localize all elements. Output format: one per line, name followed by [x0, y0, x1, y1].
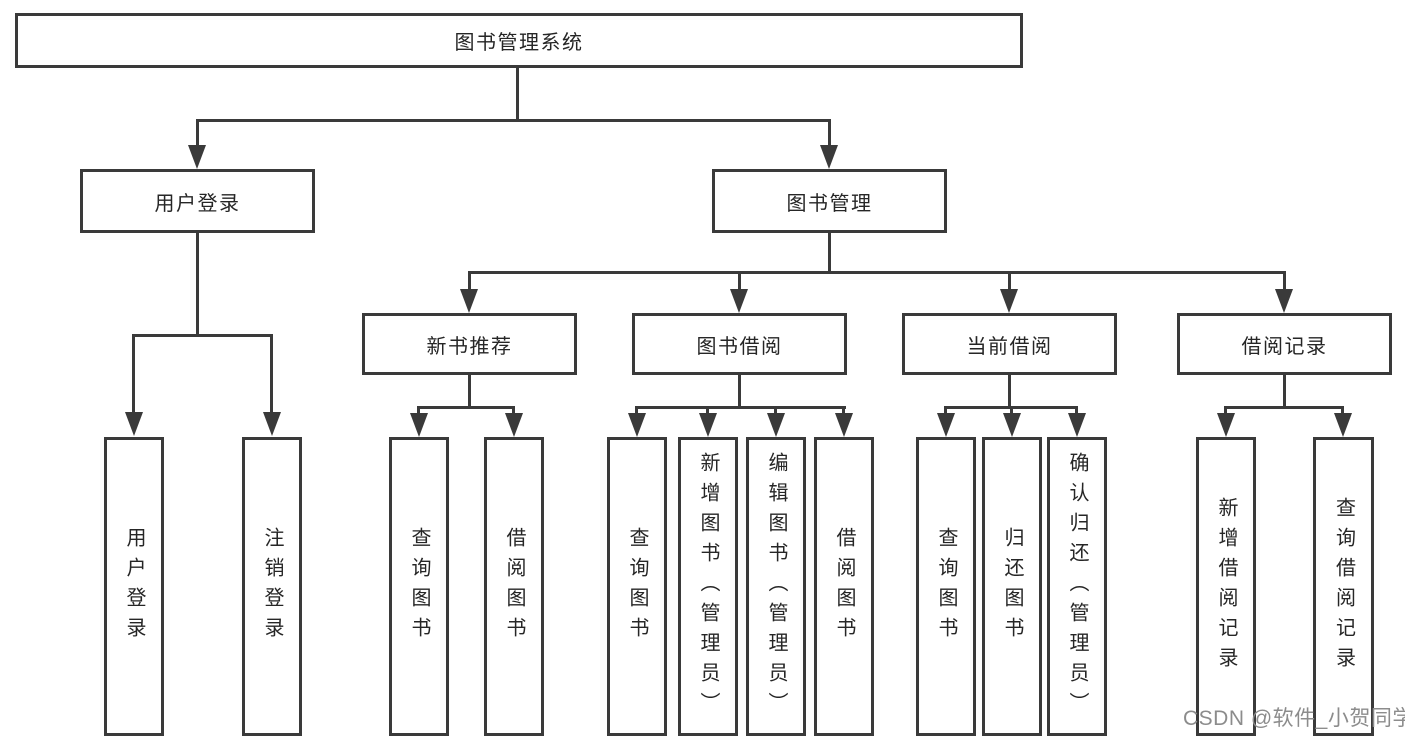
leaf-newrec-query-books: 查询图书 — [389, 437, 449, 736]
node-borrow-record: 借阅记录 — [1177, 313, 1392, 375]
leaf-record-add-borrow-record: 新增借阅记录 — [1196, 437, 1256, 736]
edge-borrow-split — [635, 406, 846, 409]
leaf-current-confirm-return-admin: 确认归还（管理员） — [1047, 437, 1107, 736]
edge-root-trunk — [516, 68, 519, 122]
arrow-to-rec-borrow-icon — [505, 413, 523, 437]
arrow-to-record-query-icon — [1334, 413, 1352, 437]
edge-current-leaf1-stem — [944, 406, 947, 416]
arrow-to-borrow-edit-icon — [767, 413, 785, 437]
leaf-current-return-books: 归还图书 — [982, 437, 1042, 736]
edge-record-leaf2-stem — [1341, 406, 1344, 416]
csdn-watermark: CSDN @软件_小贺同学 — [1183, 707, 1405, 730]
node-book-mgmt: 图书管理 — [712, 169, 947, 233]
arrow-to-current-icon — [1000, 289, 1018, 313]
edge-user-split — [132, 334, 273, 337]
leaf-record-query-borrow-record: 查询借阅记录 — [1313, 437, 1374, 736]
arrow-to-rec-query-icon — [410, 413, 428, 437]
arrow-to-leaf-logout-icon — [263, 412, 281, 436]
arrow-to-record-icon — [1275, 289, 1293, 313]
node-current-borrow: 当前借阅 — [902, 313, 1117, 375]
edge-mgmt-to-current-stem — [1008, 271, 1011, 293]
arrow-to-new-rec-icon — [460, 289, 478, 313]
edge-newrec-leaf2-stem — [512, 406, 515, 416]
arrow-to-cur-query-icon — [937, 413, 955, 437]
arrow-to-leaf-user-login-icon — [125, 412, 143, 436]
edge-root-to-mgmt-stem — [828, 119, 831, 148]
edge-borrow-leaf3-stem — [774, 406, 777, 416]
node-root: 图书管理系统 — [15, 13, 1023, 68]
arrow-to-record-add-icon — [1217, 413, 1235, 437]
edge-user-trunk — [196, 233, 199, 336]
edge-mgmt-to-borrow-stem — [738, 271, 741, 293]
edge-newrec-trunk — [468, 375, 471, 408]
edge-user-leaf2-stem — [270, 334, 273, 414]
leaf-borrow-edit-books-admin: 编辑图书（管理员） — [746, 437, 806, 736]
edge-borrow-leaf4-stem — [842, 406, 845, 416]
edge-borrow-trunk — [738, 375, 741, 408]
leaf-borrow-add-books-admin: 新增图书（管理员） — [678, 437, 738, 736]
arrow-to-borrow-add-icon — [699, 413, 717, 437]
node-book-borrow: 图书借阅 — [632, 313, 847, 375]
edge-mgmt-to-newrec-stem — [468, 271, 471, 293]
arrow-to-cur-confirm-icon — [1068, 413, 1086, 437]
leaf-logout: 注销登录 — [242, 437, 302, 736]
node-new-book-rec: 新书推荐 — [362, 313, 577, 375]
arrow-to-borrow-icon — [730, 289, 748, 313]
edge-mgmt-to-record-stem — [1283, 271, 1286, 293]
edge-current-leaf2-stem — [1010, 406, 1013, 416]
leaf-newrec-borrow-books: 借阅图书 — [484, 437, 544, 736]
arrow-to-borrow-query-icon — [628, 413, 646, 437]
arrow-to-user-login-icon — [188, 145, 206, 169]
leaf-current-query-books: 查询图书 — [916, 437, 976, 736]
edge-newrec-split — [417, 406, 515, 409]
edge-borrow-leaf2-stem — [706, 406, 709, 416]
edge-record-leaf1-stem — [1224, 406, 1227, 416]
edge-mgmt-split — [468, 271, 1286, 274]
edge-mgmt-trunk — [828, 233, 831, 274]
arrow-to-cur-return-icon — [1003, 413, 1021, 437]
arrow-to-book-mgmt-icon — [820, 145, 838, 169]
edge-record-trunk — [1283, 375, 1286, 408]
edge-current-leaf3-stem — [1075, 406, 1078, 416]
leaf-borrow-borrow-books: 借阅图书 — [814, 437, 874, 736]
node-user-login: 用户登录 — [80, 169, 315, 233]
edge-root-to-user-stem — [196, 119, 199, 148]
edge-current-trunk — [1008, 375, 1011, 408]
edge-root-split — [196, 119, 831, 122]
edge-record-split — [1224, 406, 1344, 409]
arrow-to-borrow-borrow-icon — [835, 413, 853, 437]
edge-borrow-leaf1-stem — [635, 406, 638, 416]
edge-newrec-leaf1-stem — [417, 406, 420, 416]
leaf-user-login: 用户登录 — [104, 437, 164, 736]
edge-user-leaf1-stem — [132, 334, 135, 414]
leaf-borrow-query-books: 查询图书 — [607, 437, 667, 736]
